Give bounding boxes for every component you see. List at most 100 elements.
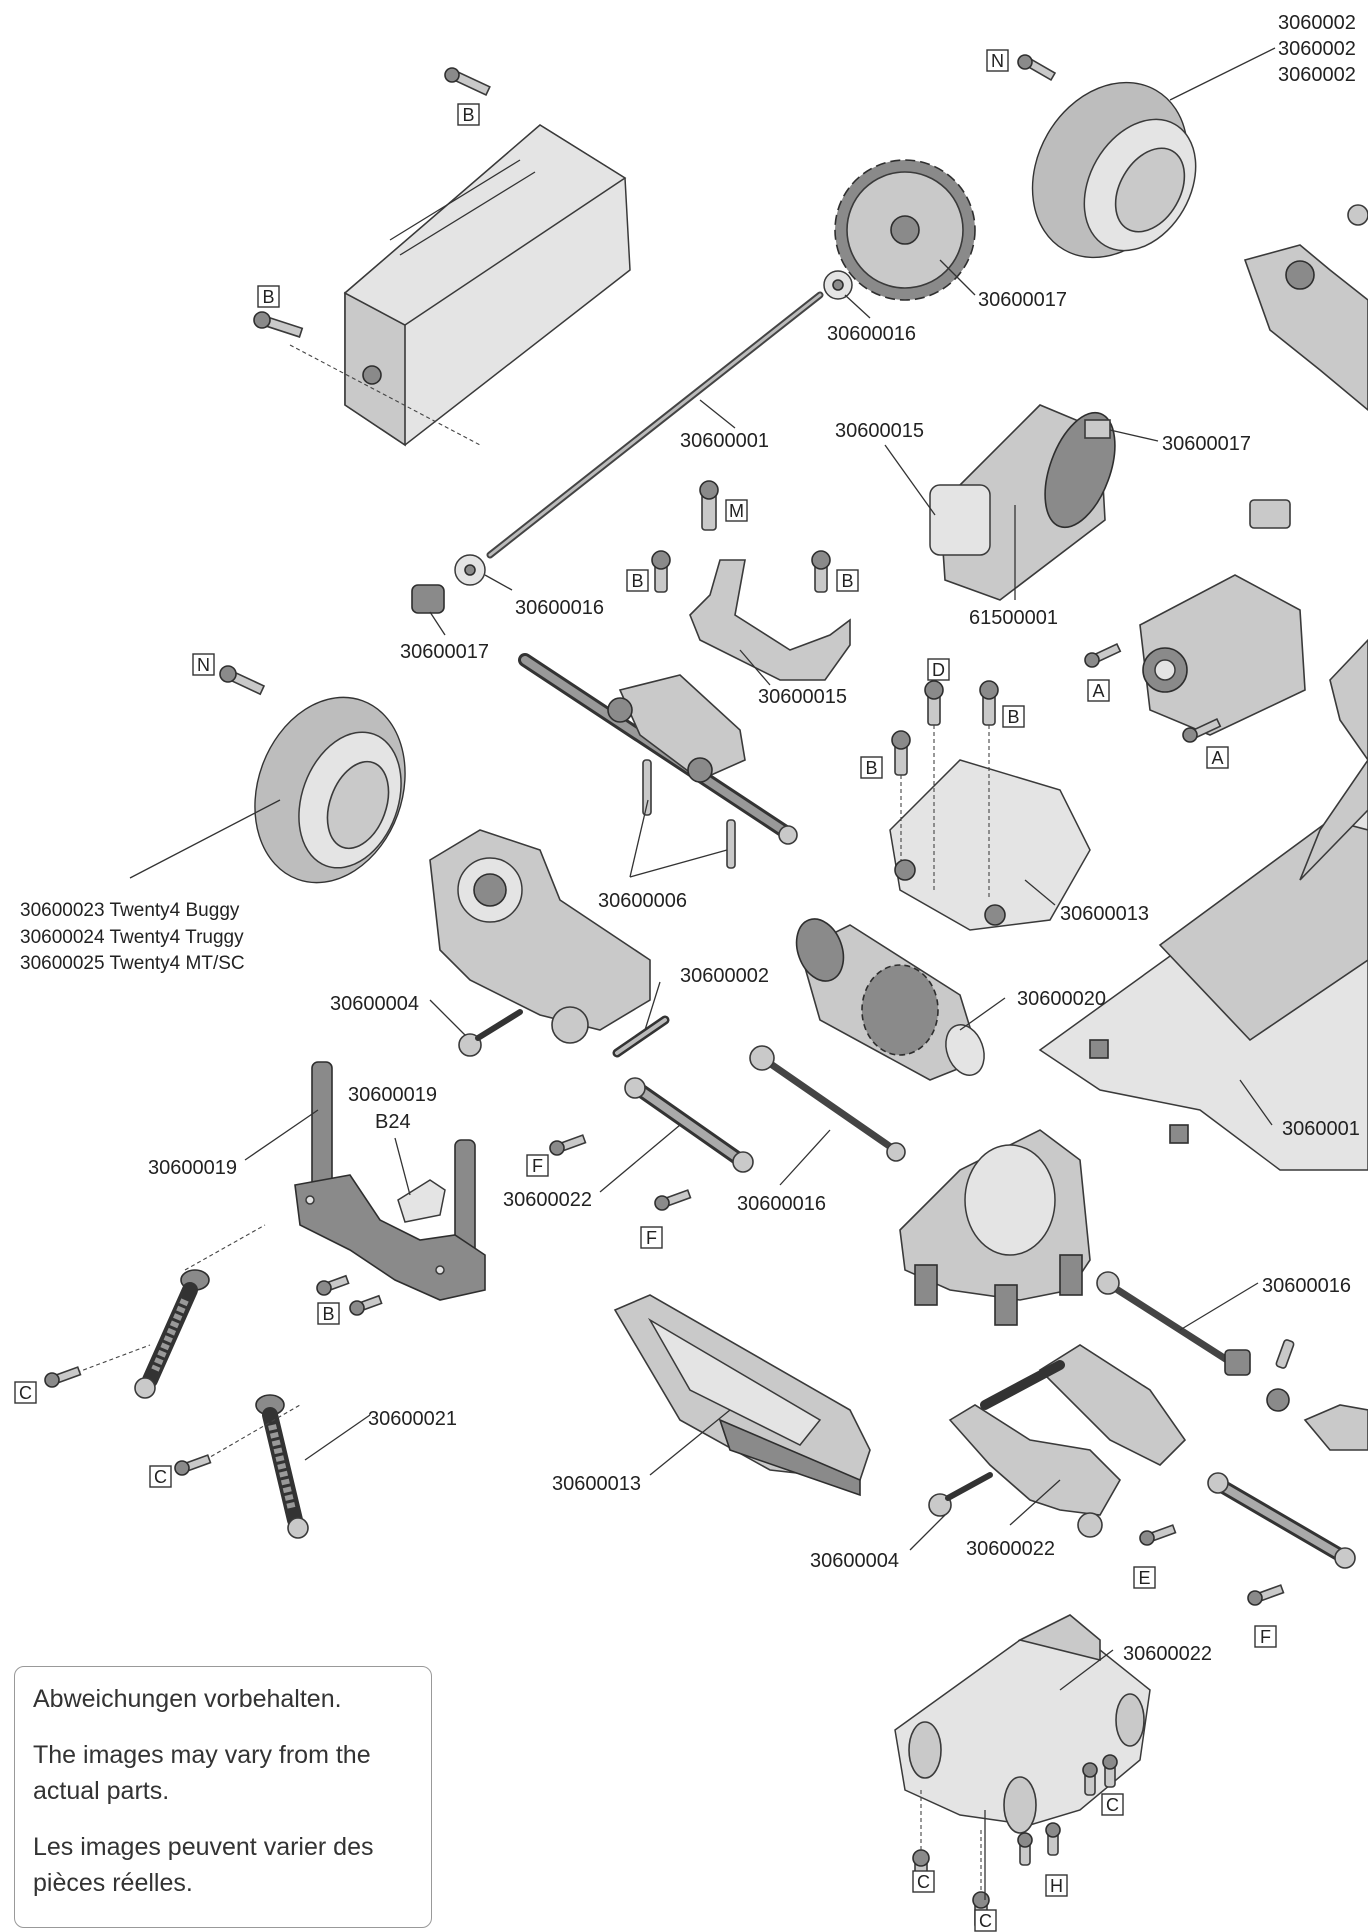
code-b-left: B — [257, 285, 280, 308]
label-axle-shaft: 30600001 — [680, 430, 769, 452]
shock-left — [134, 1269, 210, 1399]
label-tire-top-3: 3060002 — [1278, 64, 1356, 86]
spur-gear — [834, 159, 976, 301]
code-n-left: N — [192, 653, 215, 676]
label-tire-left-1: 30600023 Twenty4 Buggy — [20, 900, 240, 921]
spacer-left — [454, 554, 486, 586]
label-skid-plate: 30600013 — [552, 1473, 641, 1495]
svg-text:B: B — [462, 105, 474, 125]
code-b-top: B — [457, 103, 480, 126]
screw-m — [699, 480, 719, 531]
differential — [795, 918, 985, 1081]
code-c-plate-1: C — [1101, 1793, 1124, 1816]
label-spur-gear: 30600017 — [978, 289, 1067, 311]
label-motor-bracket: 30600015 — [758, 686, 847, 708]
servo — [1139, 499, 1306, 736]
code-f-2: F — [640, 1226, 663, 1249]
tie-rod-pins — [642, 759, 736, 869]
label-tire-left-3: 30600025 Twenty4 MT/SC — [20, 953, 245, 974]
label-plate-bottom: 30600022 — [1123, 1643, 1212, 1665]
code-d: D — [927, 658, 950, 681]
label-spacer-left: 30600016 — [515, 597, 604, 619]
screw-d — [924, 680, 944, 726]
motor-bracket — [689, 559, 851, 681]
dogbone — [749, 1045, 906, 1162]
link-rod-b — [1207, 1472, 1356, 1569]
link-rod-a — [624, 1077, 754, 1173]
gearbox-cover — [889, 759, 1091, 931]
shock-right — [255, 1394, 309, 1539]
disclaimer-box: Abweichungen vorbehalten. The images may… — [14, 1666, 432, 1928]
code-a-servo-2: A — [1206, 746, 1229, 769]
screw-a-servo-1 — [1084, 642, 1122, 668]
label-link-a: 30600022 — [503, 1189, 592, 1211]
svg-text:B: B — [841, 571, 853, 591]
svg-text:A: A — [1211, 748, 1223, 768]
svg-text:F: F — [532, 1156, 543, 1176]
screw-b-gear-1 — [979, 680, 999, 726]
code-h: H — [1045, 1874, 1068, 1897]
lower-arm — [948, 1344, 1187, 1538]
svg-text:F: F — [646, 1228, 657, 1248]
tire-top-right — [1031, 81, 1197, 259]
skid-plate — [613, 1294, 871, 1497]
screw-f-1 — [549, 1134, 587, 1156]
leader-lines — [129, 47, 1276, 1900]
svg-text:C: C — [154, 1467, 167, 1487]
svg-text:B: B — [631, 571, 643, 591]
svg-text:E: E — [1138, 1568, 1150, 1588]
code-f-1: F — [526, 1154, 549, 1177]
code-c-1: C — [14, 1381, 37, 1404]
right-knuckle — [1243, 204, 1368, 412]
code-n-top: N — [986, 49, 1009, 72]
label-differential: 30600020 — [1017, 988, 1106, 1010]
screw-f-3 — [1247, 1584, 1285, 1606]
code-b-bracket-right: B — [836, 569, 859, 592]
label-ball-stud: 30600004 — [330, 993, 419, 1015]
disclaimer-english: The images may vary from the actual part… — [33, 1741, 371, 1805]
svg-text:C: C — [917, 1872, 930, 1892]
disclaimer-german: Abweichungen vorbehalten. — [33, 1685, 342, 1713]
svg-text:B: B — [322, 1304, 334, 1324]
label-shock-tower-a: 30600019 — [148, 1157, 237, 1179]
svg-text:B: B — [865, 758, 877, 778]
label-tire-top-1: 3060002 — [1278, 12, 1356, 34]
screw-b-tower — [316, 1274, 383, 1316]
screw-f-2 — [654, 1189, 692, 1211]
ball-stud-b — [928, 1472, 993, 1517]
svg-text:B: B — [1007, 707, 1019, 727]
svg-text:C: C — [19, 1383, 32, 1403]
label-dogbone-right: 30600016 — [1262, 1275, 1351, 1297]
b24-clip — [397, 1179, 446, 1223]
label-gearbox-cover: 30600013 — [1060, 903, 1149, 925]
label-chassis: 3060001 — [1282, 1118, 1360, 1140]
screw-n-top — [1017, 54, 1057, 82]
svg-text:M: M — [729, 501, 744, 521]
hub-carrier — [429, 829, 651, 1044]
chassis — [1038, 638, 1368, 1171]
label-motor-pinion: 30600017 — [1162, 433, 1251, 455]
label-tie-rods: 30600006 — [598, 890, 687, 912]
part-labels: 3060002 3060002 3060002 30600017 3060001… — [20, 12, 1360, 1665]
svg-text:H: H — [1050, 1876, 1063, 1896]
label-arm-b: 30600022 — [966, 1538, 1055, 1560]
ball-stud — [458, 1009, 523, 1057]
code-e: E — [1133, 1566, 1156, 1589]
screw-a-servo-2 — [1182, 717, 1222, 743]
screw-b-left — [253, 311, 304, 338]
screw-b-gear-2 — [891, 730, 911, 776]
label-dogbone: 30600016 — [737, 1193, 826, 1215]
code-b-gear-1: B — [1002, 705, 1025, 728]
screw-b-bracket-right — [811, 550, 831, 593]
svg-text:C: C — [1106, 1795, 1119, 1815]
svg-text:D: D — [932, 660, 945, 680]
tire-left — [254, 696, 406, 884]
receiver-box — [289, 124, 631, 447]
svg-text:N: N — [197, 655, 210, 675]
screw-c-2 — [174, 1454, 212, 1476]
code-m: M — [725, 499, 748, 522]
code-b-tower: B — [317, 1302, 340, 1325]
label-shock: 30600021 — [368, 1408, 457, 1430]
svg-text:F: F — [1260, 1627, 1271, 1647]
